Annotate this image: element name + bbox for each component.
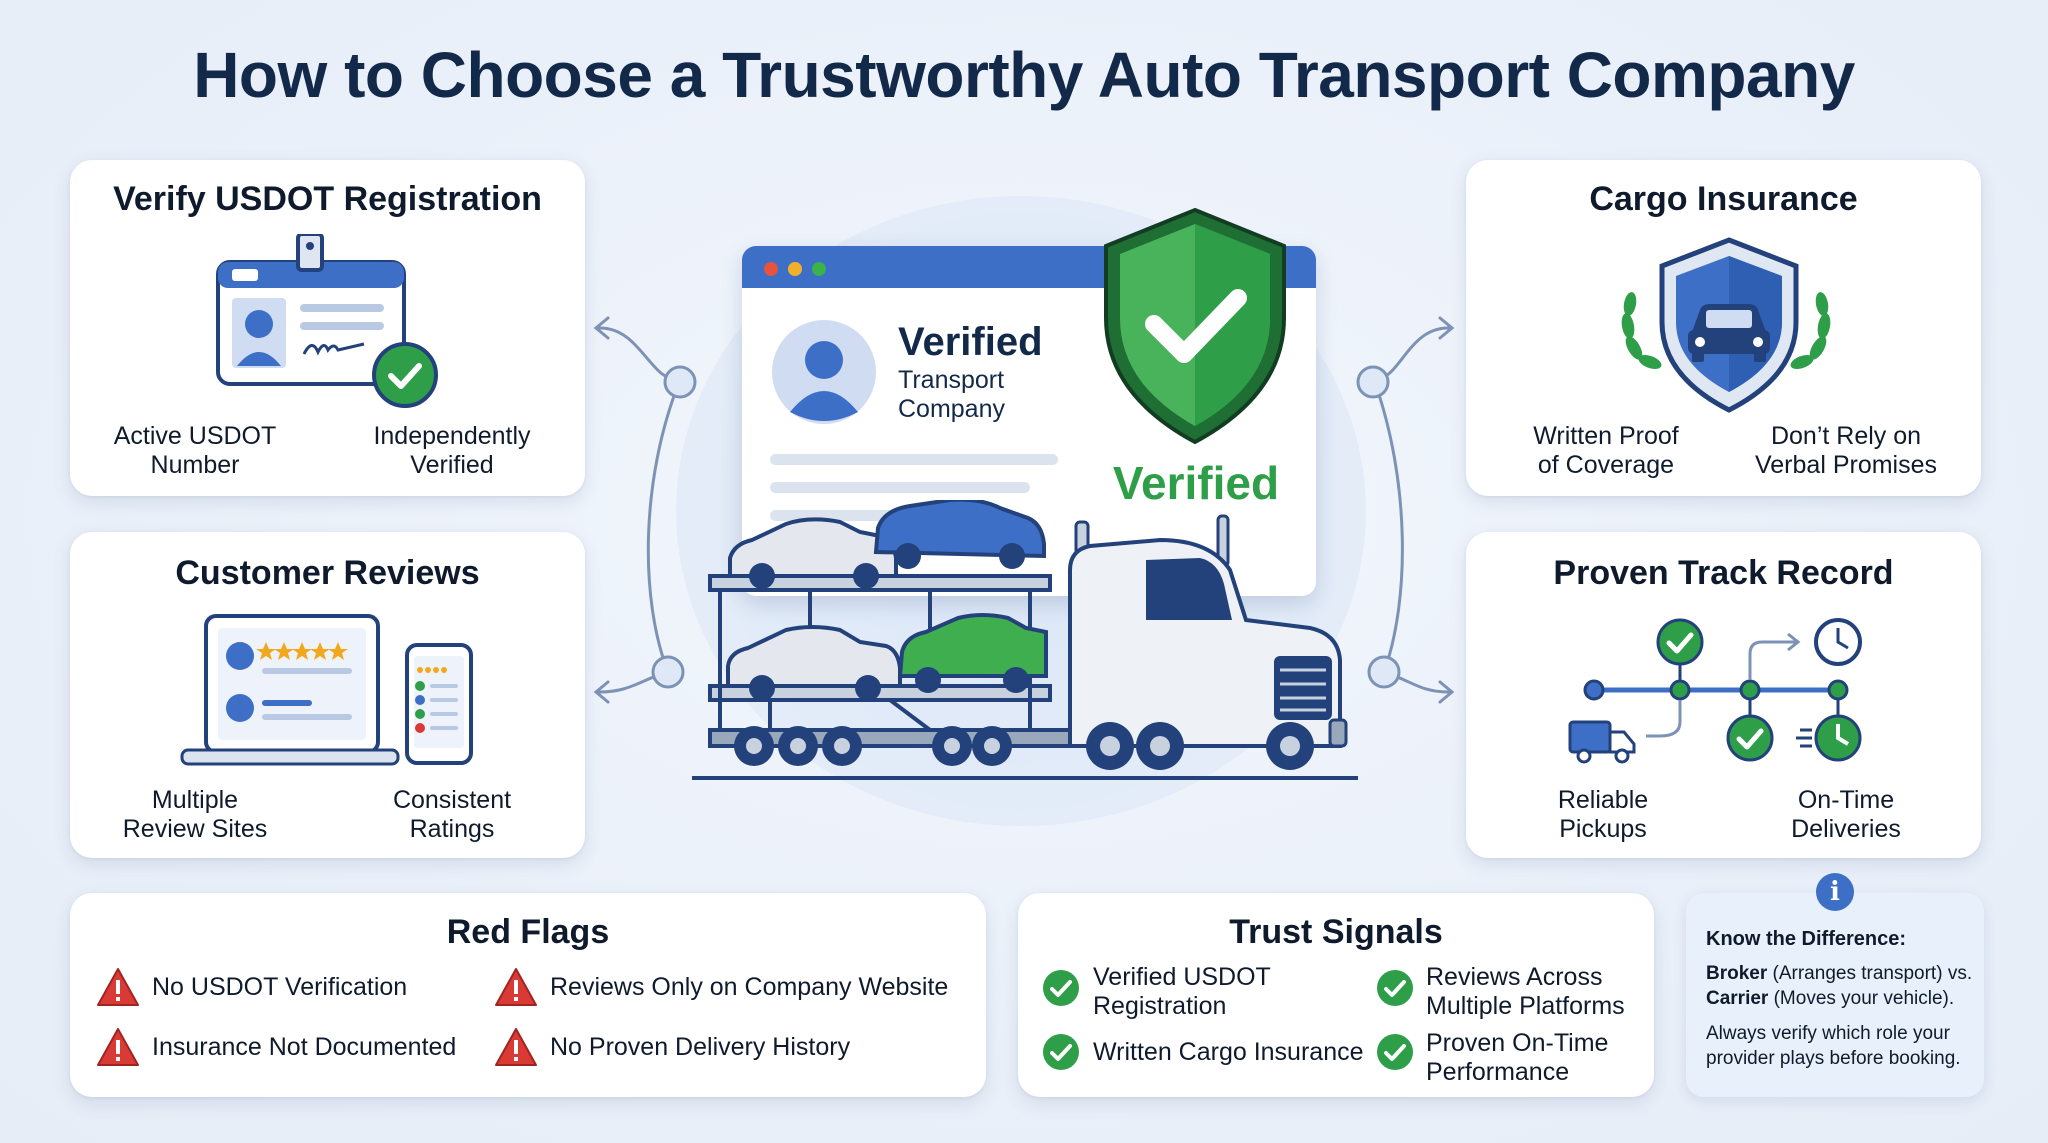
trust-signal-item: Verified USDOT Registration — [1093, 963, 1271, 1020]
info-broker-line: Broker (Arranges transport) vs. — [1706, 961, 1976, 986]
reviews-caption-sites: Multiple Review Sites — [122, 786, 268, 843]
carrier-desc: (Moves your vehicle). — [1768, 988, 1955, 1009]
minimize-dot-icon — [788, 262, 802, 276]
shield-car-icon — [1659, 237, 1799, 413]
red-flags-title: Red Flags — [446, 913, 610, 951]
placeholder-line — [770, 454, 1058, 465]
green-check-icon — [1043, 970, 1079, 1006]
red-flag-item: Reviews Only on Company Website — [550, 973, 949, 1001]
green-shield-check-icon — [1104, 207, 1286, 445]
usdot-caption-verified: Independently Verified — [373, 422, 531, 479]
green-check-icon — [1377, 1034, 1413, 1070]
track-card: Proven Track Record Reliable Pickups On-… — [1466, 532, 1981, 858]
user-avatar-icon — [772, 320, 876, 424]
verified-heading: Verified — [898, 320, 1043, 364]
placeholder-line — [770, 510, 970, 521]
timeline-icon — [1583, 618, 1862, 762]
warning-triangle-icon — [97, 968, 139, 1006]
truck-icon — [1568, 720, 1636, 764]
maximize-dot-icon — [812, 262, 826, 276]
cargo-caption-verbal: Don’t Rely on Verbal Promises — [1754, 422, 1938, 479]
info-icon: i — [1816, 873, 1854, 911]
red-flags-card: Red Flags No USDOT Verification Reviews … — [70, 893, 986, 1097]
verified-subheading: Transport Company — [898, 366, 1005, 423]
warning-triangle-icon — [495, 968, 537, 1006]
info-note: Always verify which role your provider p… — [1706, 1023, 1961, 1069]
usdot-caption-active: Active USDOT Number — [113, 422, 277, 479]
track-card-title: Proven Track Record — [1553, 554, 1894, 592]
cargo-card: Cargo Insurance Written Proof of Coverag… — [1466, 160, 1981, 496]
laptop-reviews-icon — [180, 614, 400, 766]
green-check-icon — [1043, 1034, 1079, 1070]
info-carrier-line: Carrier (Moves your vehicle). — [1706, 986, 1976, 1011]
trust-signal-item: Written Cargo Insurance — [1093, 1038, 1364, 1066]
car-carrier-truck-icon — [692, 500, 1358, 780]
phone-reviews-icon — [405, 643, 473, 765]
broker-desc: (Arranges transport) vs. — [1767, 963, 1973, 984]
reviews-card-title: Customer Reviews — [175, 554, 480, 592]
track-caption-pickups: Reliable Pickups — [1557, 786, 1649, 843]
laurel-icon — [1621, 292, 1831, 369]
info-heading: Know the Difference: — [1706, 928, 1907, 950]
carrier-term: Carrier — [1706, 988, 1769, 1009]
green-check-icon — [1377, 970, 1413, 1006]
red-flag-item: No Proven Delivery History — [550, 1033, 851, 1061]
usdot-card: Verify USDOT Registration Active USDOT N… — [70, 160, 585, 496]
close-dot-icon — [764, 262, 778, 276]
reviews-card: Customer Reviews Multiple Review Sites C… — [70, 532, 585, 858]
cargo-card-title: Cargo Insurance — [1589, 180, 1858, 218]
warning-triangle-icon — [97, 1028, 139, 1066]
red-flag-item: Insurance Not Documented — [152, 1033, 457, 1061]
trust-signals-title: Trust Signals — [1229, 913, 1443, 951]
id-badge-icon — [216, 234, 406, 386]
page-title: How to Choose a Trustworthy Auto Transpo… — [193, 39, 1855, 111]
red-flag-item: No USDOT Verification — [152, 973, 408, 1001]
placeholder-line — [770, 482, 1030, 493]
trust-signal-item: Proven On-Time Performance — [1426, 1029, 1609, 1086]
shield-verified-label: Verified — [1112, 457, 1280, 509]
know-the-difference-card: i Know the Difference: Broker (Arranges … — [1686, 873, 1984, 1097]
broker-term: Broker — [1706, 963, 1768, 984]
track-caption-deliveries: On-Time Deliveries — [1791, 786, 1901, 843]
reviews-caption-ratings: Consistent Ratings — [392, 786, 512, 843]
trust-signal-item: Reviews Across Multiple Platforms — [1426, 963, 1625, 1020]
trust-signals-card: Trust Signals Verified USDOT Registratio… — [1018, 893, 1654, 1097]
warning-triangle-icon — [495, 1028, 537, 1066]
check-badge-icon — [372, 342, 438, 408]
cargo-caption-proof: Written Proof of Coverage — [1533, 422, 1679, 479]
usdot-card-title: Verify USDOT Registration — [113, 180, 542, 218]
